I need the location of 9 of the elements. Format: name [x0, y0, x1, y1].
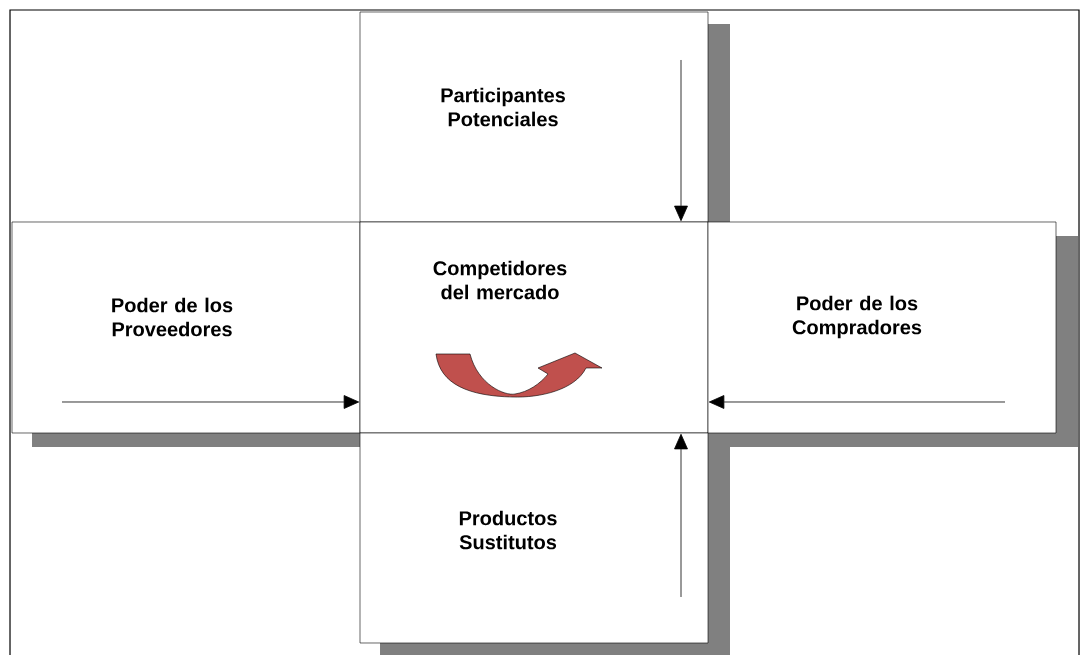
arrow: [674, 433, 688, 598]
force-box: Poder de los Proveedores: [11, 221, 361, 434]
arrow: [708, 395, 1006, 409]
arrow: [61, 395, 360, 409]
force-box: Competidores del mercado: [359, 221, 709, 434]
force-box: Participantes Potenciales: [359, 11, 709, 223]
force-box: Productos Sustitutos: [359, 432, 709, 644]
arrow: [674, 59, 688, 222]
force-box: Poder de los Compradores: [707, 221, 1057, 434]
